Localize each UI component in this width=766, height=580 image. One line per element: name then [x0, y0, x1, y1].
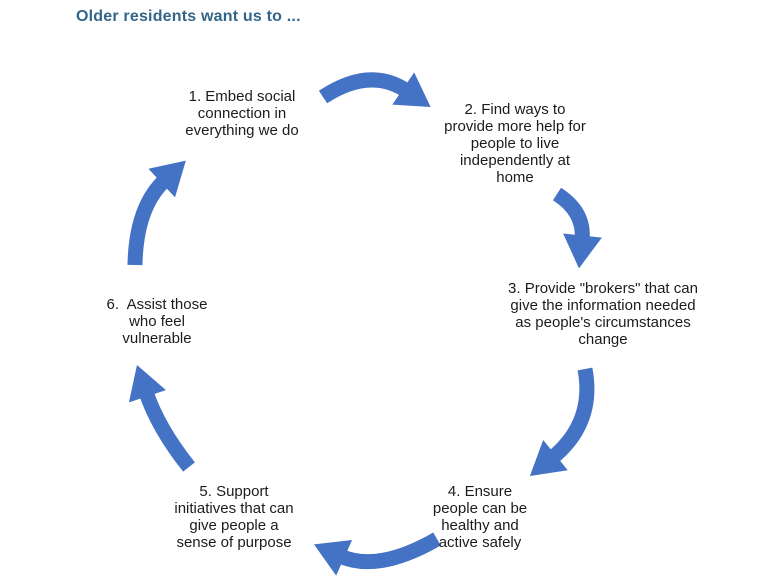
arrow-3-to-4-icon: [529, 367, 595, 477]
cycle-step-4: 4. Ensure people can be healthy and acti…: [432, 483, 528, 551]
cycle-step-2: 2. Find ways to provide more help for pe…: [444, 101, 586, 186]
cycle-step-1: 1. Embed social connection in everything…: [185, 88, 299, 139]
arrow-1-to-2-icon: [318, 72, 431, 107]
arrow-6-to-1-icon: [127, 160, 186, 266]
cycle-step-5: 5. Support initiatives that can give peo…: [174, 483, 294, 551]
arrow-2-to-3-icon: [552, 187, 602, 269]
page-title: Older residents want us to ...: [76, 8, 301, 25]
cycle-step-6: 6. Assist those who feel vulnerable: [106, 296, 208, 347]
cycle-step-3: 3. Provide "brokers" that can give the i…: [508, 280, 698, 348]
arrow-5-to-6-icon: [128, 364, 195, 472]
